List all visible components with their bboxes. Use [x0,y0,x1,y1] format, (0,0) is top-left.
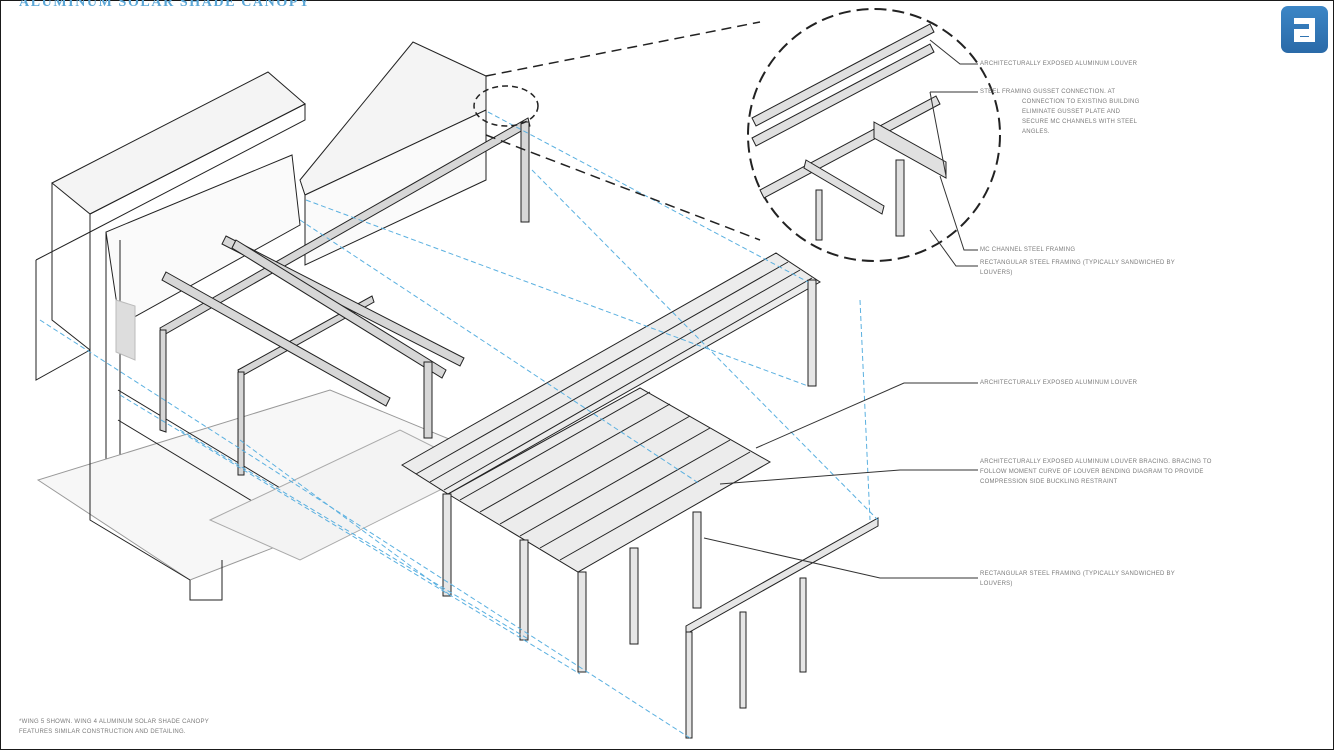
callout-text: FOLLOW MOMENT CURVE OF LOUVER BENDING DI… [980,469,1204,475]
callout-text: STEEL FRAMING GUSSET CONNECTION. AT [980,89,1116,95]
callout-louver-main: ARCHITECTURALLY EXPOSED ALUMINUM LOUVER [980,378,1137,388]
footnote: *WING 5 SHOWN. WING 4 ALUMINUM SOLAR SHA… [19,717,209,737]
footnote-text: FEATURES SIMILAR CONSTRUCTION AND DETAIL… [19,729,186,735]
callout-louver-detail: ARCHITECTURALLY EXPOSED ALUMINUM LOUVER [980,59,1137,69]
callout-rect-steel-detail: RECTANGULAR STEEL FRAMING (TYPICALLY SAN… [980,258,1175,278]
detail-callout-circle [473,8,1001,262]
callout-rect-steel-main: RECTANGULAR STEEL FRAMING (TYPICALLY SAN… [980,569,1175,589]
callout-text: RECTANGULAR STEEL FRAMING (TYPICALLY SAN… [980,260,1175,266]
leader-lines [703,39,978,579]
callout-text: ELIMINATE GUSSET PLATE AND [1022,109,1121,115]
callout-text: LOUVERS) [980,581,1013,587]
callout-text: ANGLES. [1022,129,1050,135]
callout-text: MC CHANNEL STEEL FRAMING [980,247,1076,253]
callout-text: CONNECTION TO EXISTING BUILDING [1022,99,1140,105]
brand-logo-icon[interactable] [1281,6,1328,53]
steel-framing [159,117,531,476]
drawing-title: ALUMINUM SOLAR SHADE CANOPY [19,0,311,10]
callout-text: LOUVERS) [980,270,1013,276]
callout-text: ARCHITECTURALLY EXPOSED ALUMINUM LOUVER … [980,459,1212,465]
callout-text: COMPRESSION SIDE BUCKLING RESTRAINT [980,479,1118,485]
callout-gusset: STEEL FRAMING GUSSET CONNECTION. AT CONN… [980,87,1140,137]
callout-mc-channel: MC CHANNEL STEEL FRAMING [980,245,1075,255]
existing-building [35,41,502,601]
callout-text: RECTANGULAR STEEL FRAMING (TYPICALLY SAN… [980,571,1175,577]
callout-text: SECURE MC CHANNELS WITH STEEL [1022,119,1138,125]
callout-text: ARCHITECTURALLY EXPOSED ALUMINUM LOUVER [980,380,1138,386]
callout-bracing: ARCHITECTURALLY EXPOSED ALUMINUM LOUVER … [980,457,1212,487]
callout-text: ARCHITECTURALLY EXPOSED ALUMINUM LOUVER [980,61,1138,67]
footnote-text: *WING 5 SHOWN. WING 4 ALUMINUM SOLAR SHA… [19,719,209,725]
canopy-louvers [401,252,879,739]
projection-lines [39,40,937,739]
